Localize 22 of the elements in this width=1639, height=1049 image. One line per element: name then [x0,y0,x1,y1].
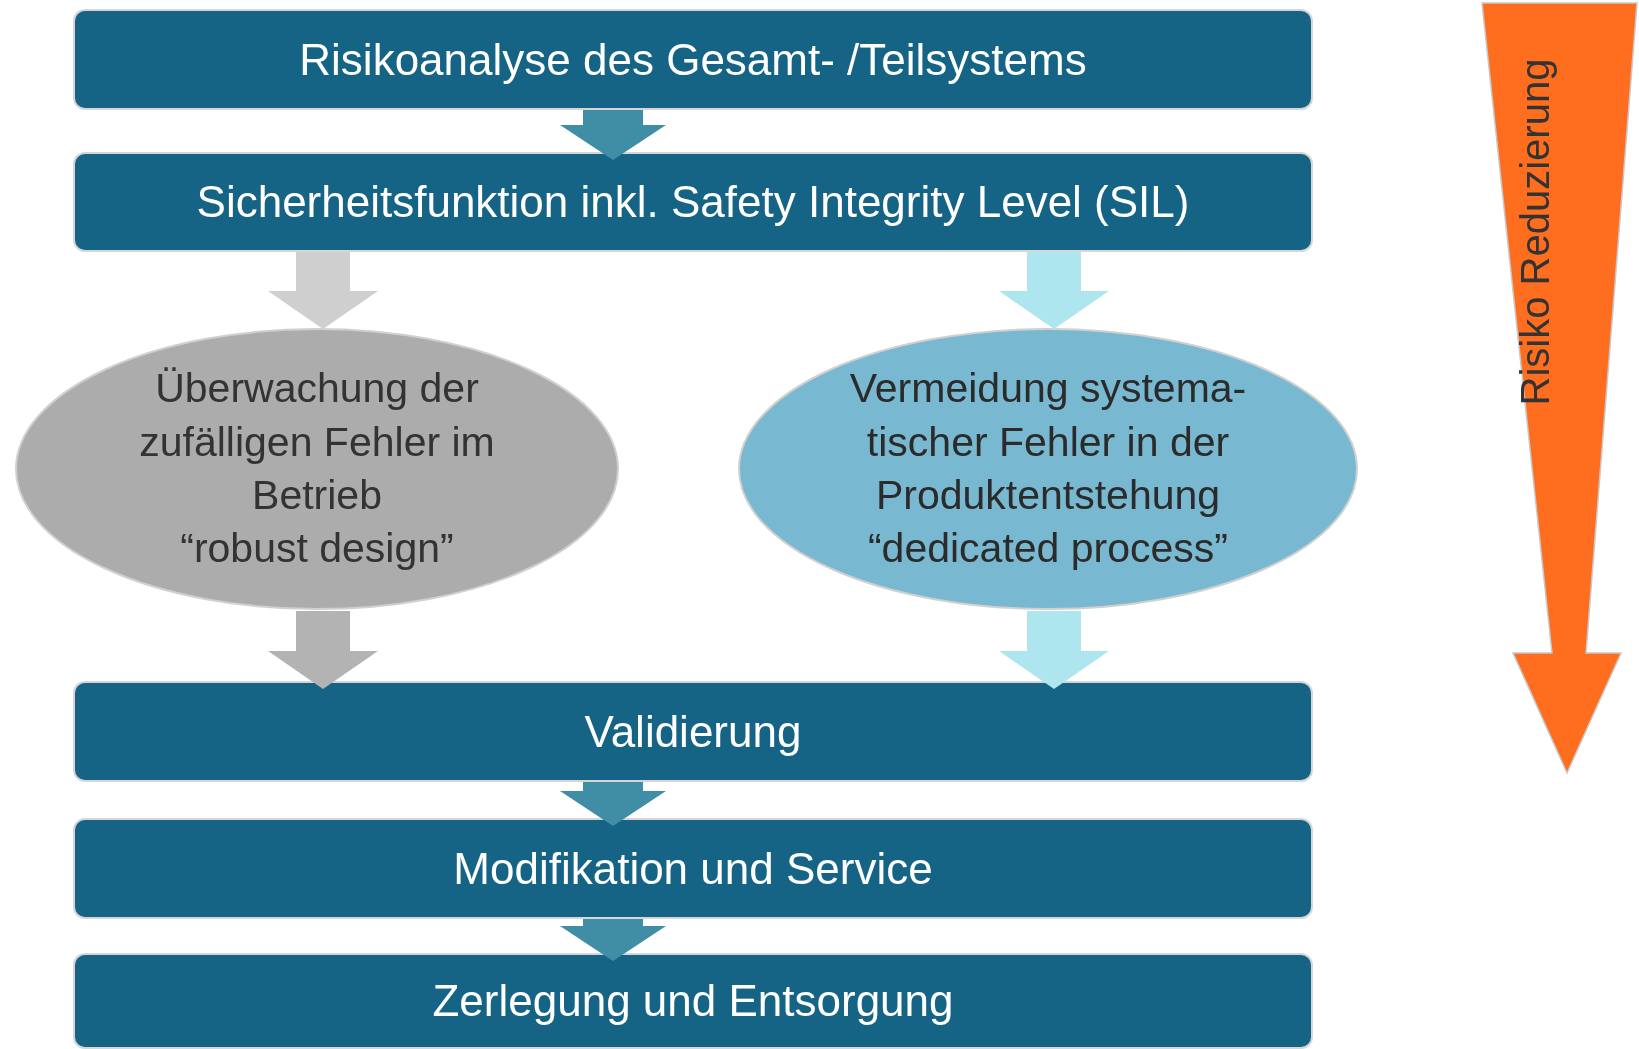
process-box [73,681,1313,782]
process-box [73,818,1313,919]
box-title: Zerlegung und Entsorgung [432,976,954,1026]
process-box [73,152,1313,252]
block-arrow [268,610,378,689]
box-title: Modifikation und Service [453,843,933,894]
block-arrow [560,919,666,961]
process-box [73,953,1313,1049]
process-box [73,9,1313,110]
block-arrow [268,252,378,330]
block-arrow [999,610,1109,689]
vertical-label: Risiko Reduzierung [1512,58,1558,406]
box-title: Risikoanalyse des Gesamt- /Teilsystems [299,34,1087,85]
ellipse-text: “dedicated process” [866,524,1230,574]
ellipse-text: “robust design” [179,524,455,574]
block-arrow [999,252,1109,330]
ellipse-text: Überwachung der zufälligen Fehler im Betrieb [138,364,496,520]
ellipse-text: Vermeidung systema- tischer Fehler in der Produktentstehung [848,364,1248,520]
box-title: Sicherheitsfunktion inkl. Safety Integrity Level (SIL) [196,177,1190,227]
block-arrow [560,782,666,826]
block-arrow [560,110,666,160]
box-title: Validierung [584,706,802,757]
